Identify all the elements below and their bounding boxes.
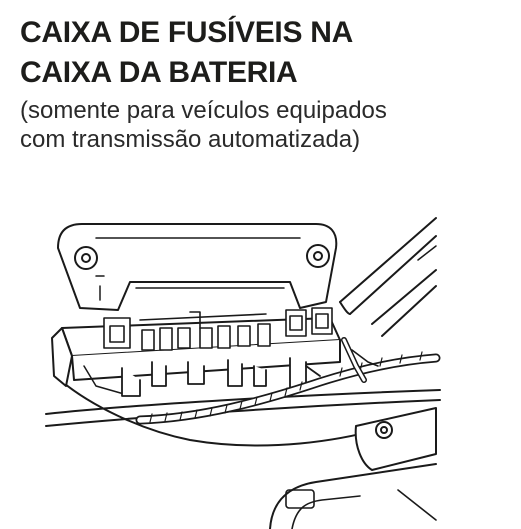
battery-fuse-box-illustration bbox=[0, 190, 521, 529]
page-subtitle-line-1: (somente para veículos equipados bbox=[20, 97, 387, 124]
page-title: CAIXA DE FUSÍVEIS NA CAIXA DA BATERIA bbox=[20, 13, 353, 93]
page-subtitle-line-2: com transmissão automatizada) bbox=[20, 126, 361, 153]
page-title-line-1: CAIXA DE FUSÍVEIS NA bbox=[20, 16, 353, 49]
page-title-line-2: CAIXA DA BATERIA bbox=[20, 56, 298, 89]
wiring-harness bbox=[135, 337, 441, 425]
page-subtitle: (somente para veículos equipados com tra… bbox=[20, 96, 387, 154]
fuse-slots bbox=[103, 307, 333, 351]
battery-clamp-rod bbox=[339, 217, 437, 337]
fuse-box-cover bbox=[57, 223, 338, 311]
battery-bracket bbox=[269, 407, 437, 529]
